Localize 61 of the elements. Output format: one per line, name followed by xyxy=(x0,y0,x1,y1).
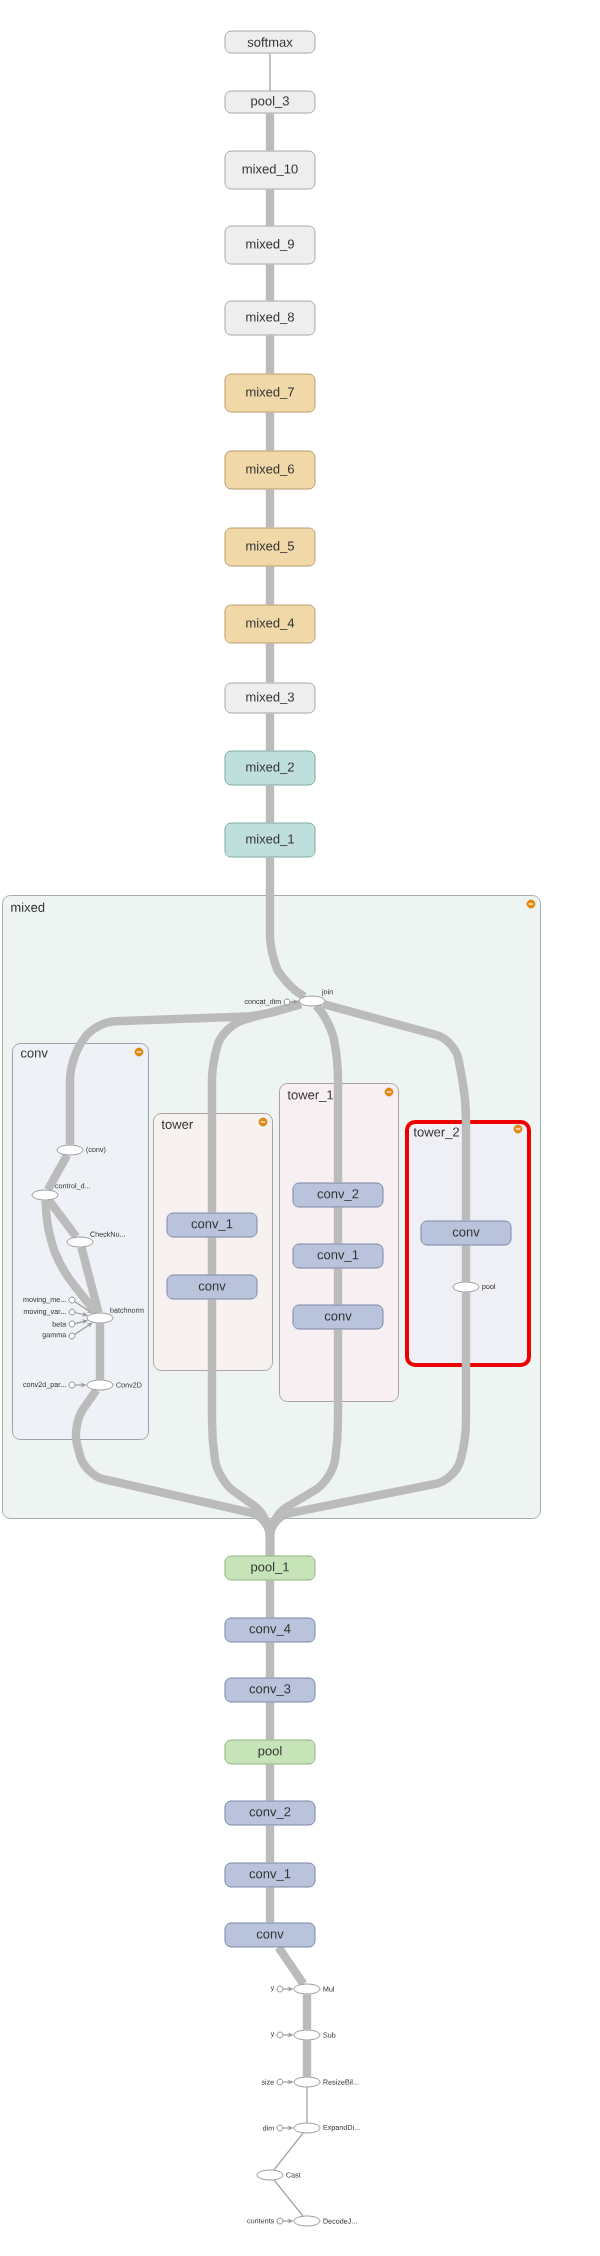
edge-line xyxy=(273,2132,304,2171)
edge-line xyxy=(306,2086,308,2124)
layer-box: conv_4 xyxy=(224,1617,316,1643)
edge-line xyxy=(265,566,275,605)
edge-line xyxy=(265,1292,471,1556)
edge-line xyxy=(265,1887,275,1923)
layer-box: mixed_2 xyxy=(224,750,316,786)
edge-line xyxy=(265,857,307,1001)
layer-box: conv_3 xyxy=(224,1677,316,1703)
edge-line xyxy=(265,335,275,374)
edge-line xyxy=(265,1642,275,1678)
arrow xyxy=(74,1322,93,1335)
layer-box: mixed_7 xyxy=(224,373,316,413)
layer-box: mixed_3 xyxy=(224,682,316,714)
edge-line xyxy=(265,785,275,823)
layer-box: pool_3 xyxy=(224,90,316,114)
layer-box: conv_1 xyxy=(224,1862,316,1888)
layer-box: conv_1 xyxy=(292,1243,384,1269)
edge-line xyxy=(265,412,275,451)
edge-line xyxy=(322,1000,471,1221)
layer-box: conv xyxy=(224,1922,316,1948)
layer-box: mixed_6 xyxy=(224,450,316,490)
edge-line xyxy=(207,1237,217,1275)
layer-box: conv_2 xyxy=(224,1800,316,1826)
edge-line xyxy=(265,1702,275,1740)
edge-line xyxy=(44,1153,71,1192)
layer-box: conv xyxy=(166,1274,258,1300)
edge-line xyxy=(77,1246,103,1314)
edge-line xyxy=(275,1945,307,1987)
arrow xyxy=(74,1301,93,1314)
edge-line xyxy=(265,713,275,751)
edge-line xyxy=(333,1268,343,1305)
edge-line xyxy=(265,264,275,301)
layer-box: conv xyxy=(292,1304,384,1330)
layer-box: mixed_10 xyxy=(224,150,316,190)
layer-box: mixed_8 xyxy=(224,300,316,336)
layer-box: mixed_4 xyxy=(224,604,316,644)
edge-line xyxy=(461,1245,471,1282)
edge-line xyxy=(207,1000,303,1213)
edge-line xyxy=(302,2040,312,2077)
edge-line xyxy=(95,1323,105,1380)
edge-line xyxy=(265,1580,275,1618)
edge-line xyxy=(265,1825,275,1863)
edge-line xyxy=(302,1994,312,2030)
edge-line xyxy=(265,643,275,683)
edge-line xyxy=(273,2179,304,2217)
layer-box: conv_1 xyxy=(166,1212,258,1238)
edge-line xyxy=(265,189,275,226)
layer-box: conv xyxy=(420,1220,512,1246)
edge-line xyxy=(269,52,271,92)
layer-box: pool_1 xyxy=(224,1555,316,1581)
layer-box: conv_2 xyxy=(292,1182,384,1208)
edge-line xyxy=(333,1207,343,1244)
edge-line xyxy=(265,113,275,151)
layer-box: softmax xyxy=(224,30,316,54)
edge-line xyxy=(265,1764,275,1801)
edge-line xyxy=(265,489,275,528)
layer-box: mixed_9 xyxy=(224,225,316,265)
layer-box: pool xyxy=(224,1739,316,1765)
layer-box: mixed_5 xyxy=(224,527,316,567)
layer-box: mixed_1 xyxy=(224,822,316,858)
